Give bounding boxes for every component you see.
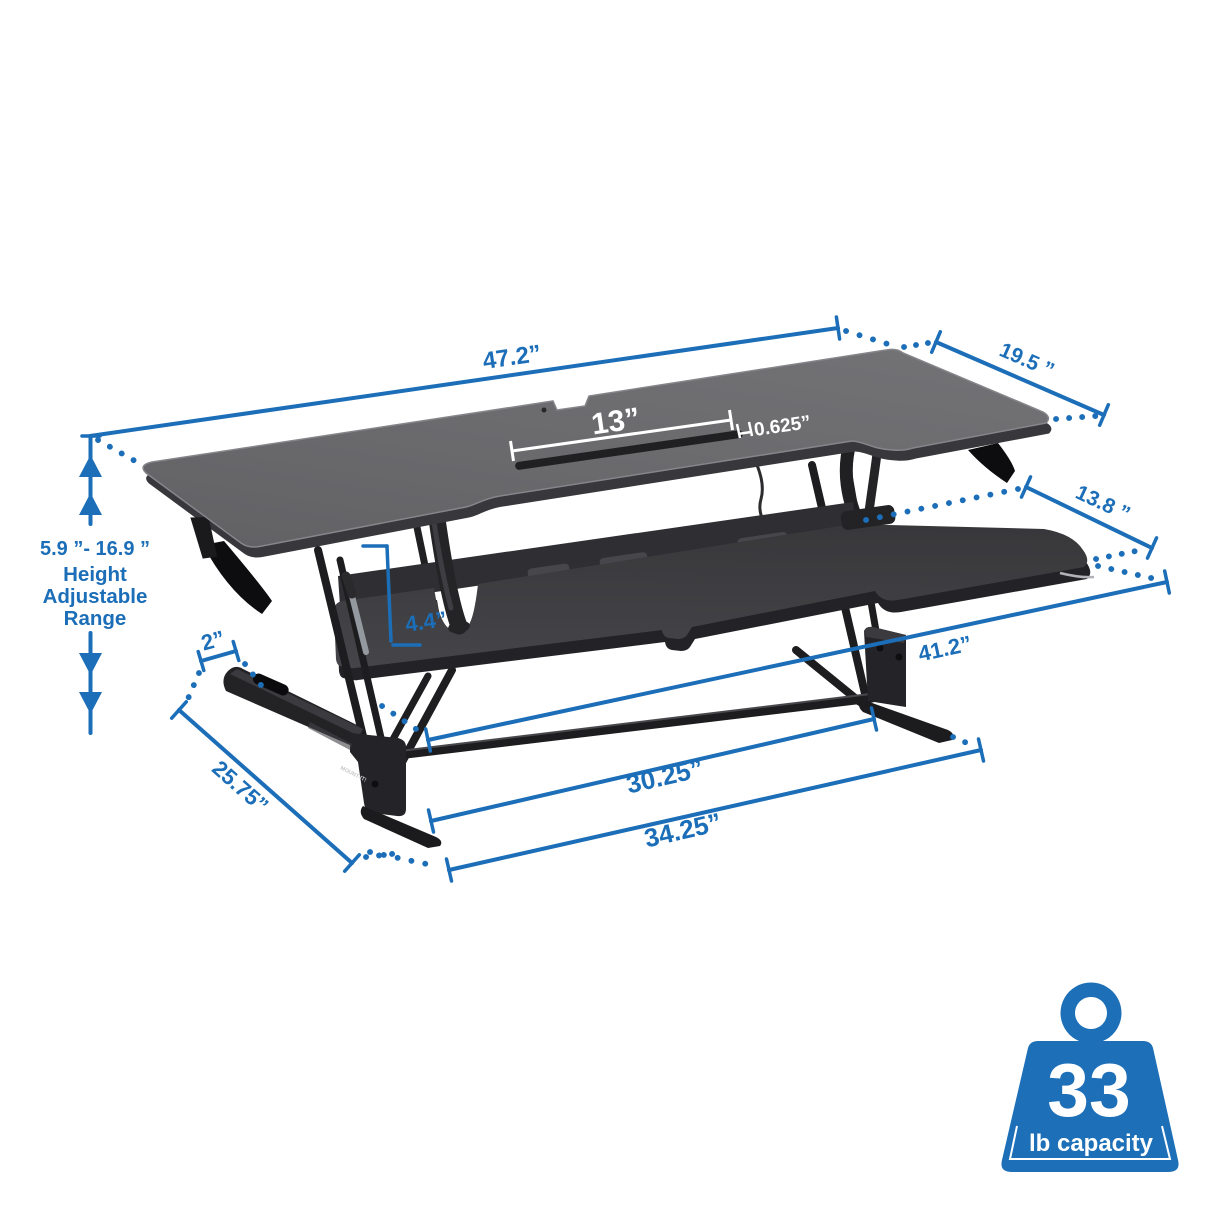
svg-text:13”: 13” xyxy=(589,402,642,442)
svg-text:Adjustable: Adjustable xyxy=(43,585,148,608)
svg-text:4.4”: 4.4” xyxy=(404,606,449,637)
svg-text:33: 33 xyxy=(1047,1048,1130,1132)
svg-text:5.9 ”- 16.9 ”: 5.9 ”- 16.9 ” xyxy=(40,538,150,560)
svg-text:Range: Range xyxy=(64,607,127,630)
svg-text:lb capacity: lb capacity xyxy=(1029,1130,1154,1157)
svg-text:Height: Height xyxy=(63,563,127,586)
